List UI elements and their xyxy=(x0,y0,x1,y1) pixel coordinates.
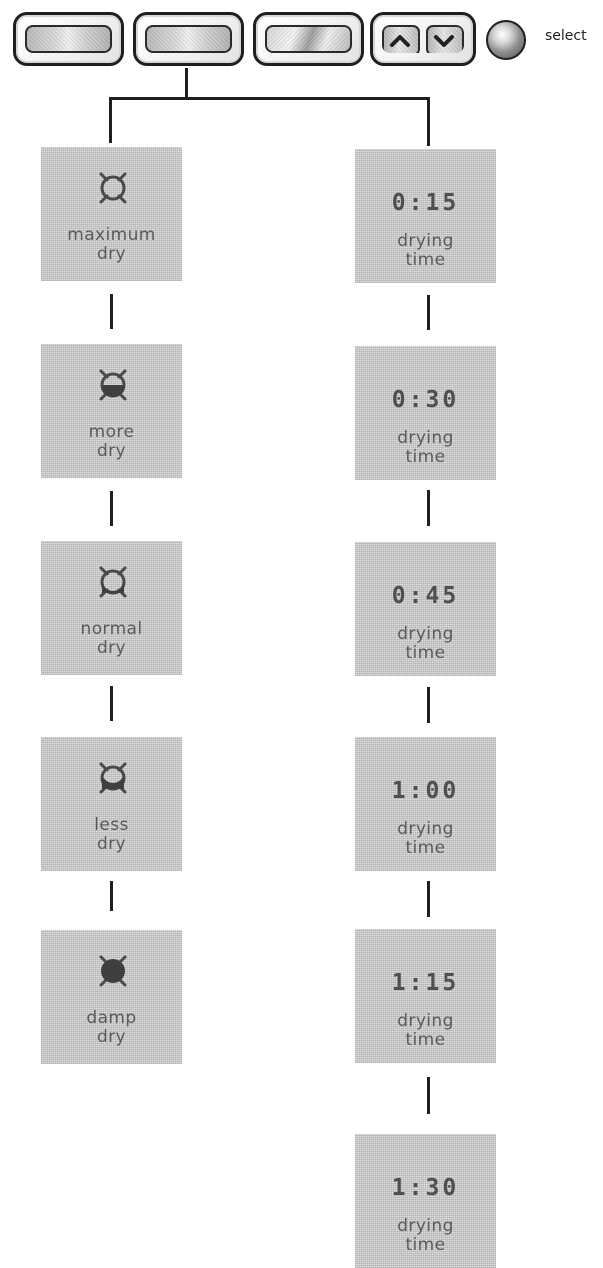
drying-time-label-line2: time xyxy=(405,250,446,270)
right-separator-5 xyxy=(427,1077,430,1114)
dryness-label-line2: dry xyxy=(96,834,127,854)
mode-button-2[interactable] xyxy=(133,12,244,66)
drying-time-value: 0:15 xyxy=(391,190,460,216)
connector-stem xyxy=(185,68,188,99)
drying-time-label-line2: time xyxy=(405,1030,446,1050)
drying-time-value: 1:15 xyxy=(391,970,460,996)
mode-button-3[interactable] xyxy=(253,12,364,66)
drying-time-option-115: 1:15 drying time xyxy=(355,929,496,1063)
sun-quarter-fill-icon xyxy=(99,369,127,401)
sun-half-fill-icon xyxy=(99,566,127,598)
dryness-label-line1: damp xyxy=(86,1008,137,1028)
drying-time-value: 1:30 xyxy=(391,1175,460,1201)
drying-time-value: 0:30 xyxy=(391,387,460,413)
dryness-option-maximum: maximum dry xyxy=(41,147,182,281)
dryness-option-damp: damp dry xyxy=(41,930,182,1064)
sun-full-fill-icon xyxy=(99,955,127,987)
dryness-label-line2: dry xyxy=(96,638,127,658)
dryness-option-normal: normal dry xyxy=(41,541,182,675)
connector-bar xyxy=(109,97,430,100)
connector-left-drop xyxy=(109,97,112,143)
mode-button-2-face xyxy=(145,25,232,53)
left-separator-3 xyxy=(110,686,113,721)
drying-time-option-015: 0:15 drying time xyxy=(355,149,496,283)
up-arrow-icon xyxy=(390,34,410,47)
up-button[interactable] xyxy=(382,25,420,53)
sun-three-quarter-fill-icon xyxy=(99,762,127,794)
dryness-label-line2: dry xyxy=(96,244,127,264)
drying-time-label-line2: time xyxy=(405,838,446,858)
drying-time-value: 0:45 xyxy=(391,583,460,609)
drying-time-label-line1: drying xyxy=(397,428,454,448)
dryness-label-line1: maximum xyxy=(67,225,156,245)
dryness-option-less: less dry xyxy=(41,737,182,871)
arrow-buttons-face xyxy=(382,25,464,53)
dryness-label-line1: less xyxy=(94,815,129,835)
drying-time-label-line1: drying xyxy=(397,624,454,644)
left-separator-1 xyxy=(110,294,113,329)
drying-time-label-line2: time xyxy=(405,1235,446,1255)
dryness-label-line2: dry xyxy=(96,441,127,461)
right-separator-1 xyxy=(427,295,430,330)
drying-time-label-line2: time xyxy=(405,643,446,663)
drying-time-label-line1: drying xyxy=(397,231,454,251)
drying-time-label-line1: drying xyxy=(397,1216,454,1236)
drying-time-label-line1: drying xyxy=(397,819,454,839)
sun-empty-icon xyxy=(99,172,127,204)
right-separator-3 xyxy=(427,687,430,723)
down-arrow-icon xyxy=(434,34,454,47)
drying-time-label-line2: time xyxy=(405,447,446,467)
select-knob[interactable] xyxy=(486,20,526,60)
right-separator-2 xyxy=(427,490,430,526)
connector-right-drop xyxy=(427,97,430,146)
arrow-buttons xyxy=(370,12,476,66)
mode-button-3-face xyxy=(265,25,352,53)
dryness-option-more: more dry xyxy=(41,344,182,478)
dryness-label-line2: dry xyxy=(96,1027,127,1047)
select-label: select xyxy=(545,28,587,44)
dryness-label-line1: more xyxy=(88,422,135,442)
drying-time-option-030: 0:30 drying time xyxy=(355,346,496,480)
left-separator-4 xyxy=(110,881,113,911)
drying-time-option-100: 1:00 drying time xyxy=(355,737,496,871)
drying-time-option-130: 1:30 drying time xyxy=(355,1134,496,1268)
drying-time-value: 1:00 xyxy=(391,778,460,804)
right-separator-4 xyxy=(427,881,430,917)
left-separator-2 xyxy=(110,491,113,526)
dryness-label-line1: normal xyxy=(80,619,143,639)
down-button[interactable] xyxy=(426,25,464,53)
drying-time-label-line1: drying xyxy=(397,1011,454,1031)
mode-button-1-face xyxy=(25,25,112,53)
drying-time-option-045: 0:45 drying time xyxy=(355,542,496,676)
control-bar: select xyxy=(0,0,603,80)
mode-button-1[interactable] xyxy=(13,12,124,66)
